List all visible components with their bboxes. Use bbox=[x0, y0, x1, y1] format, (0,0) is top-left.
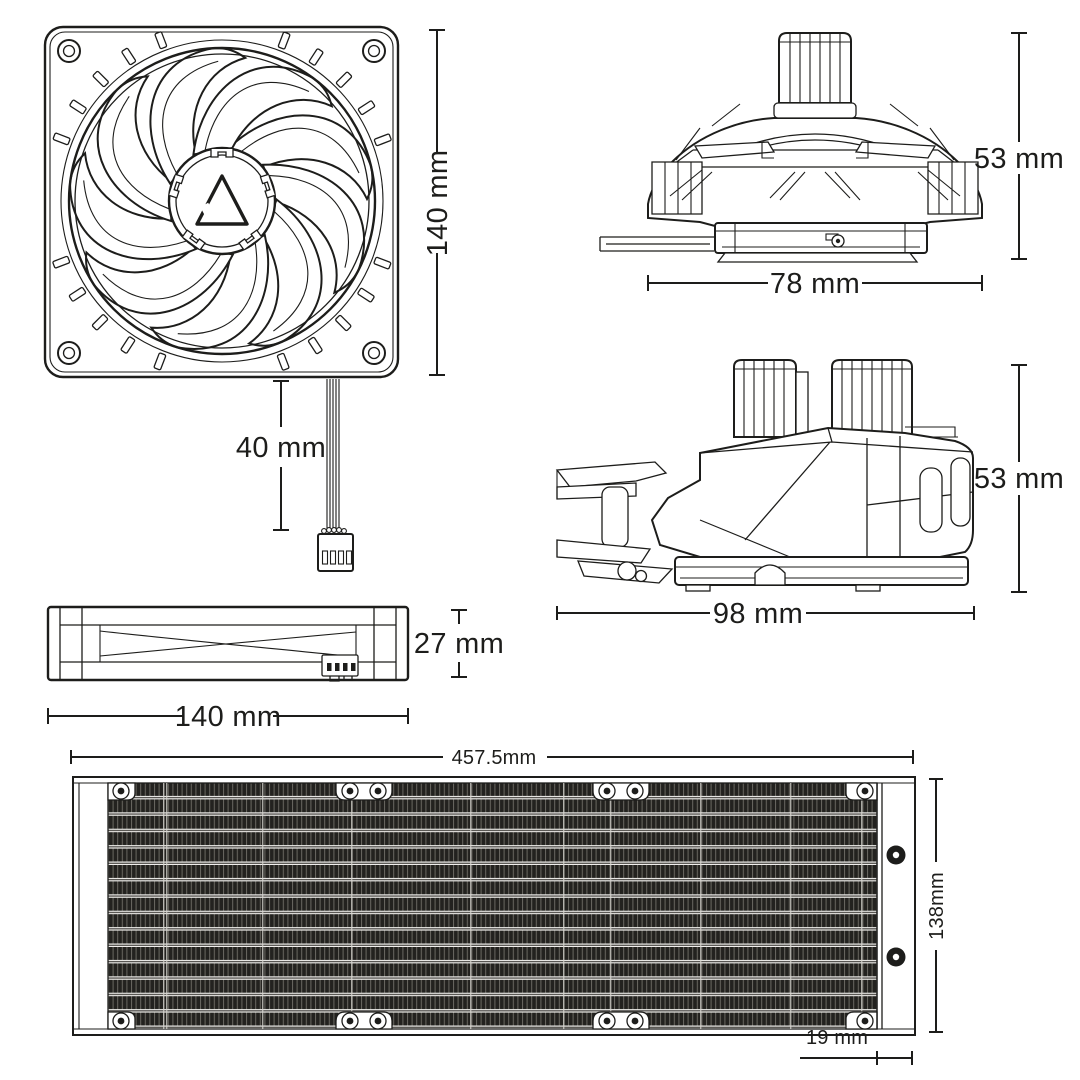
fan-side-view-drawing bbox=[46, 605, 410, 682]
dimension-fan-size: 140 mm bbox=[422, 29, 454, 376]
dimension-pump-width: 78 mm bbox=[647, 268, 983, 300]
pump-tube bbox=[599, 236, 716, 252]
radiator-fin-highlights bbox=[163, 783, 863, 1029]
dimension-pump-depth: 98 mm bbox=[556, 598, 975, 630]
dimension-fan-size-label: 140 mm bbox=[422, 150, 454, 257]
dimension-cable-length: 40 mm bbox=[236, 380, 326, 531]
radiator-fins bbox=[107, 782, 878, 1030]
dimension-fan-thickness-label: 27 mm bbox=[414, 628, 504, 660]
pump-front-view-drawing bbox=[599, 32, 983, 263]
fan-cable bbox=[317, 379, 354, 572]
dimension-fan-thickness: 27 mm bbox=[414, 609, 504, 678]
dimension-cable-length-label: 40 mm bbox=[236, 432, 326, 464]
dimension-radiator-length-label: 457.5mm bbox=[452, 747, 537, 769]
fan-hub bbox=[167, 146, 277, 256]
dimension-radiator-width-label: 138mm bbox=[926, 872, 948, 940]
pump-cap bbox=[773, 32, 857, 119]
dimension-fan-width-label: 140 mm bbox=[175, 701, 282, 733]
dimension-pump-height-label: 53 mm bbox=[974, 143, 1064, 175]
dimension-fan-width: 140 mm bbox=[47, 701, 409, 733]
arctic-logo-icon bbox=[195, 174, 249, 226]
radiator-end-tank bbox=[876, 783, 906, 1029]
fan-corner-screw-holes bbox=[57, 39, 386, 365]
pump-base bbox=[714, 222, 928, 263]
dimension-radiator-tank-label: 19 mm bbox=[806, 1027, 868, 1049]
dimension-pump-height: 53 mm bbox=[974, 32, 1064, 260]
fan-front-view-drawing bbox=[43, 25, 400, 572]
pump-side-base bbox=[674, 519, 969, 592]
pump-side-view-drawing bbox=[555, 359, 974, 592]
dimension-pump-width-label: 78 mm bbox=[770, 268, 860, 300]
pump-mounting-brackets bbox=[555, 461, 674, 584]
dimension-radiator-tank: 19 mm bbox=[800, 1027, 913, 1065]
radiator-screw-holes bbox=[112, 782, 874, 1030]
dimension-radiator-length: 457.5mm bbox=[70, 747, 914, 769]
fan-side-connector-icon bbox=[321, 654, 359, 682]
dimension-pump-side-height-label: 53 mm bbox=[974, 463, 1064, 495]
dimension-pump-side-height: 53 mm bbox=[974, 364, 1064, 593]
radiator-drawing bbox=[72, 776, 916, 1036]
4-pin-fan-connector-icon bbox=[317, 527, 354, 572]
dimension-radiator-width: 138mm bbox=[926, 778, 948, 1033]
dimension-pump-depth-label: 98 mm bbox=[713, 598, 803, 630]
